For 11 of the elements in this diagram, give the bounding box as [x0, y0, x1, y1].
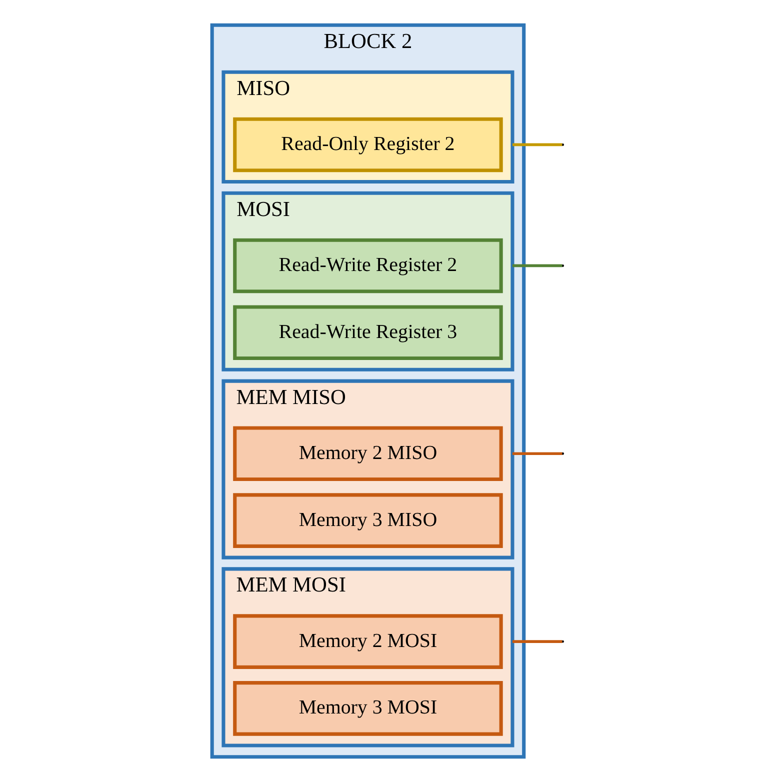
node-box: Memory 2 MISO: [232, 426, 502, 482]
node-box: Read-Only Register 2: [232, 117, 502, 172]
node-box: Memory 3 MOSI: [232, 681, 502, 736]
connector: [512, 452, 562, 456]
node-box: Memory 3 MISO: [232, 493, 502, 548]
node-box: Memory 2 MOSI: [232, 614, 502, 669]
node-box: Read-Write Register 3: [232, 305, 502, 360]
connector: [512, 264, 562, 268]
connector: [512, 640, 562, 643]
connector: [512, 143, 562, 146]
node-box: Read-Write Register 2: [232, 238, 502, 294]
